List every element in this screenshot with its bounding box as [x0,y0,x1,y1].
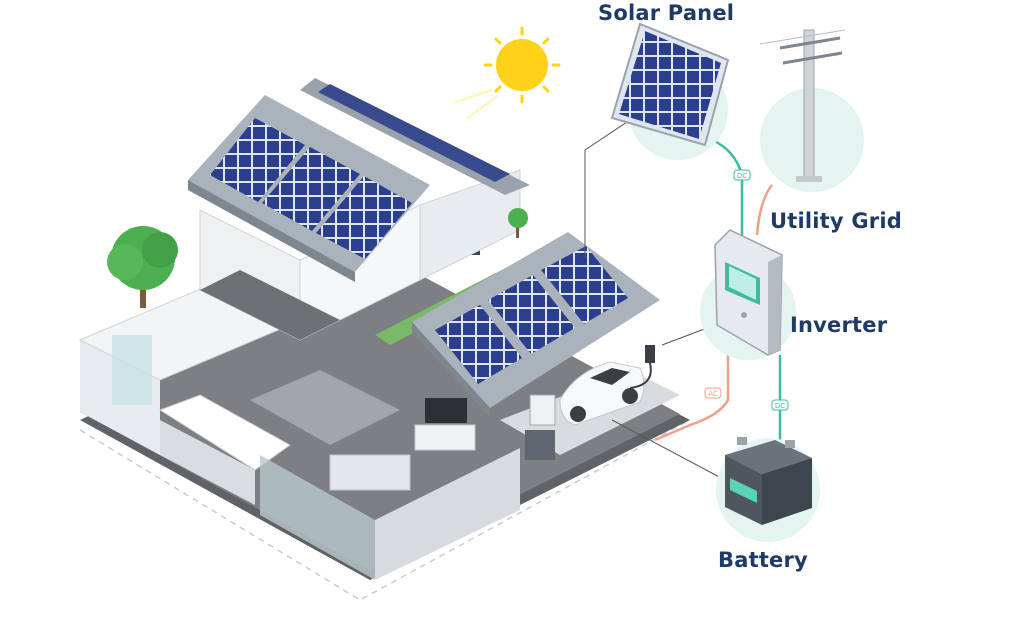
sofa [329,454,411,491]
sun-icon [454,26,561,119]
callout-line-battery [611,419,726,481]
utility-grid-label: Utility Grid [770,209,902,233]
wire-tag-dc-bottom-text: DC [775,402,785,410]
main-roof-edge [188,180,355,282]
wire-tag-dc-top-text: DC [737,172,747,180]
solar-panel-label: Solar Panel [598,1,735,25]
inverter-icon [714,229,783,356]
tree-icon [107,226,178,308]
garage-panel-1 [435,305,522,384]
tv-stand [414,424,476,451]
wire-tag-ac-text: AC [708,390,718,398]
inverter-label: Inverter [790,313,888,337]
front-wall-right [375,448,520,580]
kitchen-counter-top [158,394,291,471]
solar-panel-icon [610,22,730,147]
back-roof-panels [318,84,510,182]
roof-panel-3 [316,176,412,259]
dc-wire-panel [711,138,744,235]
car-icon [559,361,645,426]
wire-tag-ac: AC [704,387,722,399]
ac-wire-house [654,355,730,442]
garage-roof-edge [412,322,490,418]
ac-wire-grid [755,184,773,236]
shower-glass [112,335,152,405]
battery-icon [725,437,812,525]
charging-cable [629,362,652,389]
house [78,78,690,580]
callout-line-panel [584,119,631,258]
indoor-battery [525,430,555,460]
front-glass-wall [260,455,375,580]
ev-charger [645,345,655,363]
power-pole-icon [759,29,846,182]
roof-panel-2 [262,147,360,231]
indoor-inverter [529,394,556,426]
living-room-rug [250,370,400,445]
wire-tag-dc-bottom: DC [771,399,789,411]
kitchen-counter [160,420,255,505]
garage-panel-3 [541,246,628,324]
garage-panel-2 [488,275,575,354]
roof-panel-1 [210,118,305,202]
small-tree-icon [508,208,528,238]
tv [425,398,467,423]
upper-room-floor [200,270,340,340]
battery-label: Battery [718,548,808,572]
wire-tag-dc-top: DC [733,169,751,181]
